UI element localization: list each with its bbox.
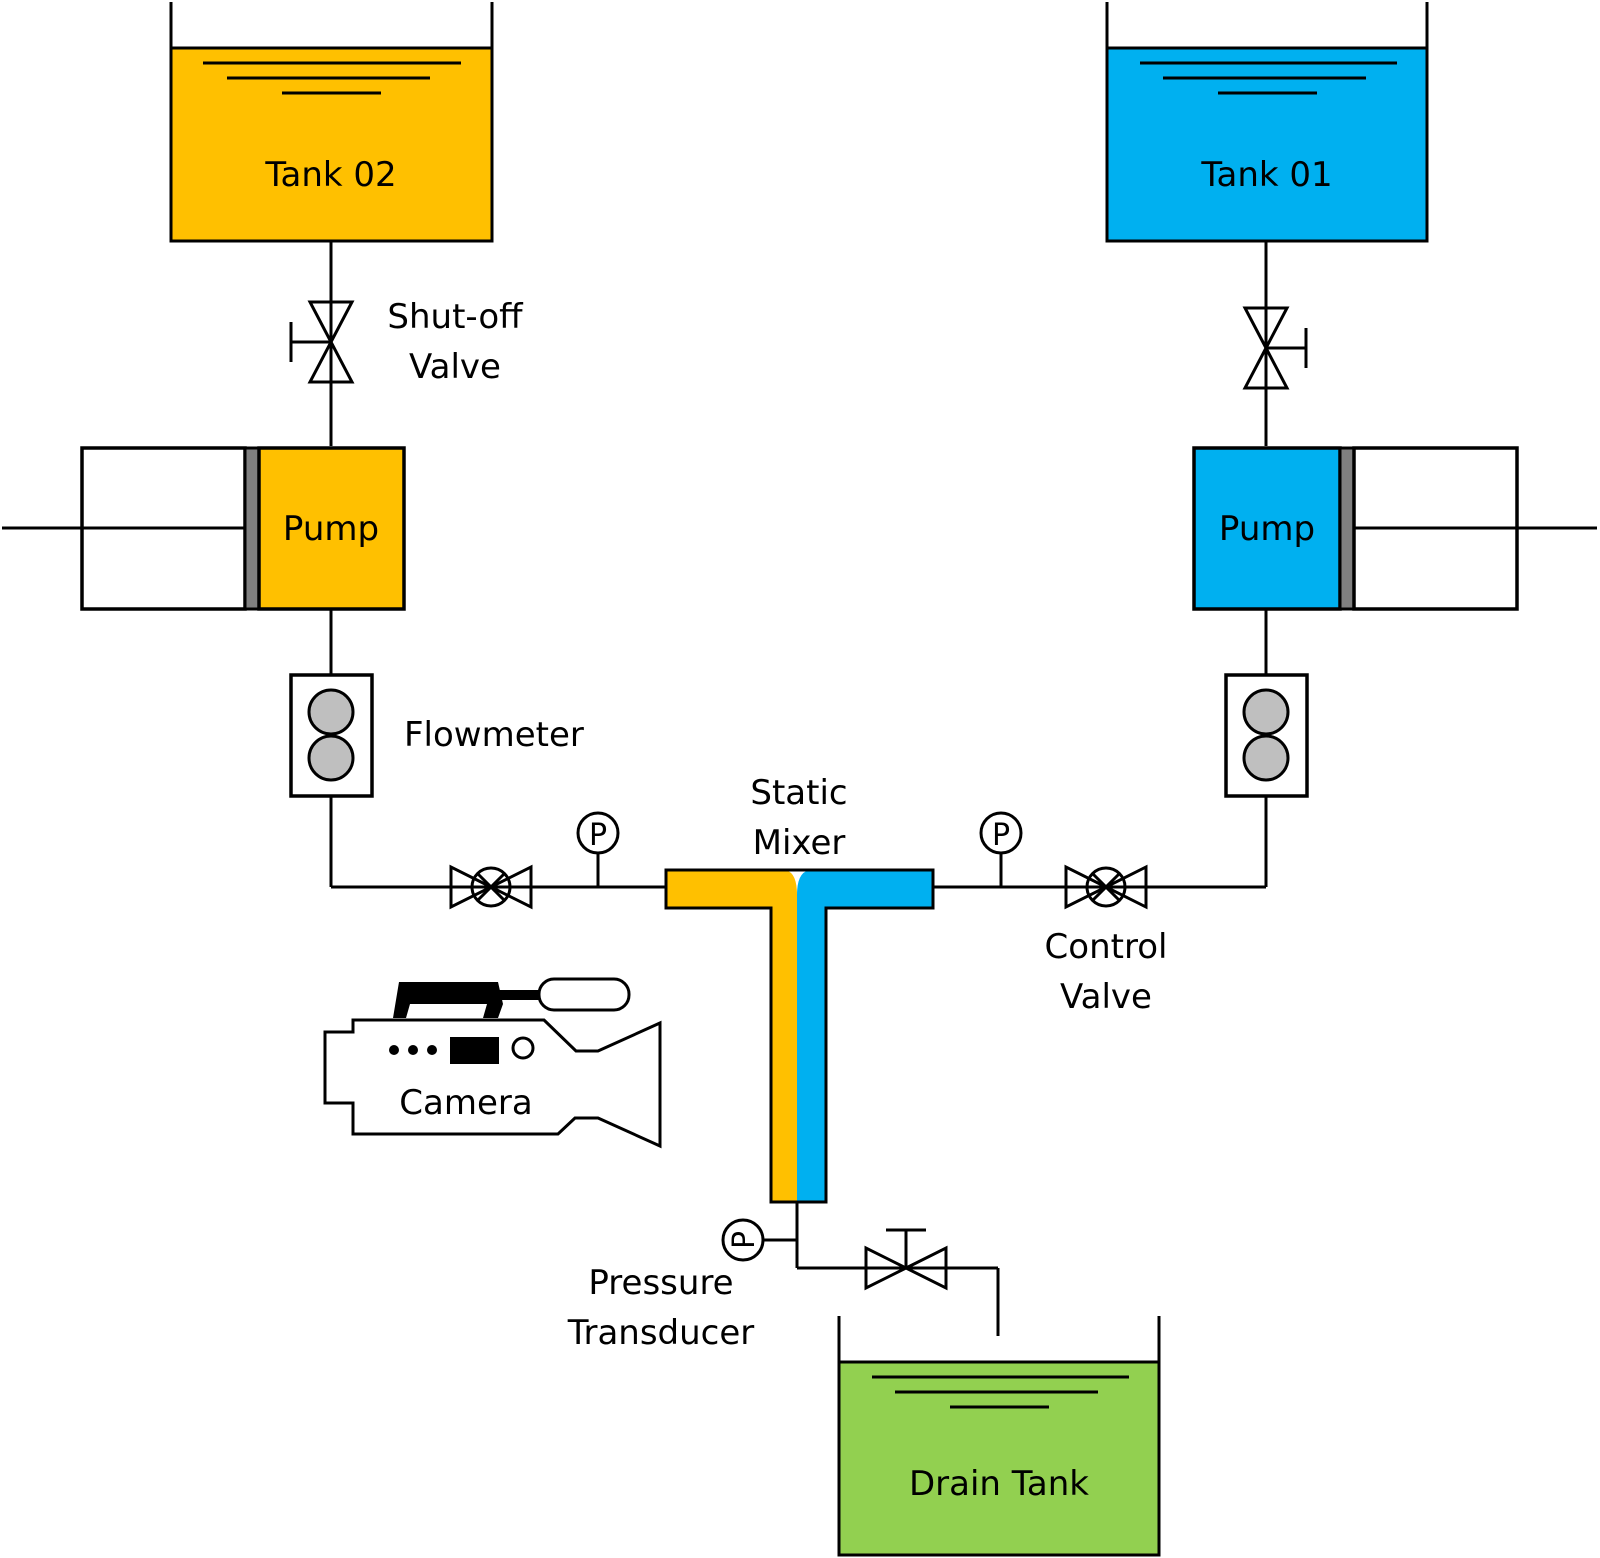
pump-left-chamber bbox=[257, 446, 406, 611]
pressure-transducer: P bbox=[721, 1218, 797, 1262]
control-valve-right bbox=[1064, 864, 1148, 910]
drain-tank: Drain Tank bbox=[837, 1316, 1161, 1557]
pressure-transducer-label-line2: Transducer bbox=[567, 1313, 755, 1353]
control-valve-left bbox=[449, 864, 533, 910]
control-valve-label-line2: Valve bbox=[1060, 977, 1152, 1017]
pump-left-label: Pump bbox=[283, 509, 379, 549]
control-valve-label-line1: Control bbox=[1045, 927, 1168, 967]
pressure-gauge-right-symbol: P bbox=[992, 818, 1010, 853]
pump-left: Pump bbox=[80, 446, 406, 611]
drain-tank-liquid bbox=[839, 1362, 1159, 1555]
static-mixer-orange-stream bbox=[666, 870, 797, 1202]
pump-right-chamber bbox=[1192, 446, 1342, 611]
pressure-gauge-right: P bbox=[979, 811, 1023, 887]
shutoff-valve-label-line1: Shut-off bbox=[387, 297, 524, 337]
flowmeter-label: Flowmeter bbox=[404, 715, 584, 755]
static-mixer-label-line2: Mixer bbox=[753, 823, 846, 863]
tank-01-liquid bbox=[1107, 48, 1427, 241]
flowmeter-right bbox=[1224, 673, 1309, 798]
drain-valve bbox=[864, 1228, 948, 1291]
pressure-transducer-label-line1: Pressure bbox=[588, 1263, 733, 1303]
shutoff-valve-left bbox=[289, 300, 355, 384]
pressure-transducer-symbol: P bbox=[727, 1231, 762, 1249]
tank-02-label: Tank 02 bbox=[264, 155, 396, 195]
shutoff-valve-label-line2: Valve bbox=[409, 347, 501, 387]
camera-icon: Camera bbox=[323, 977, 662, 1149]
pump-left-piston bbox=[243, 446, 261, 611]
camera-label: Camera bbox=[399, 1083, 532, 1123]
pump-right: Pump bbox=[1192, 446, 1519, 611]
static-mixer-label-line1: Static bbox=[750, 773, 847, 813]
tank-02: Tank 02 bbox=[169, 2, 494, 243]
pump-right-label: Pump bbox=[1219, 509, 1315, 549]
flowmeter-left bbox=[289, 673, 374, 798]
static-mixer bbox=[664, 868, 935, 1204]
tank-02-liquid bbox=[171, 48, 492, 241]
shutoff-valve-right bbox=[1242, 306, 1308, 390]
static-mixer-blue-stream bbox=[797, 870, 933, 1202]
pressure-gauge-left: P bbox=[576, 811, 620, 887]
tank-01-label: Tank 01 bbox=[1200, 155, 1332, 195]
pump-right-piston bbox=[1338, 446, 1356, 611]
tank-01: Tank 01 bbox=[1105, 2, 1429, 243]
drain-tank-label: Drain Tank bbox=[909, 1464, 1089, 1504]
pressure-gauge-left-symbol: P bbox=[589, 818, 607, 853]
